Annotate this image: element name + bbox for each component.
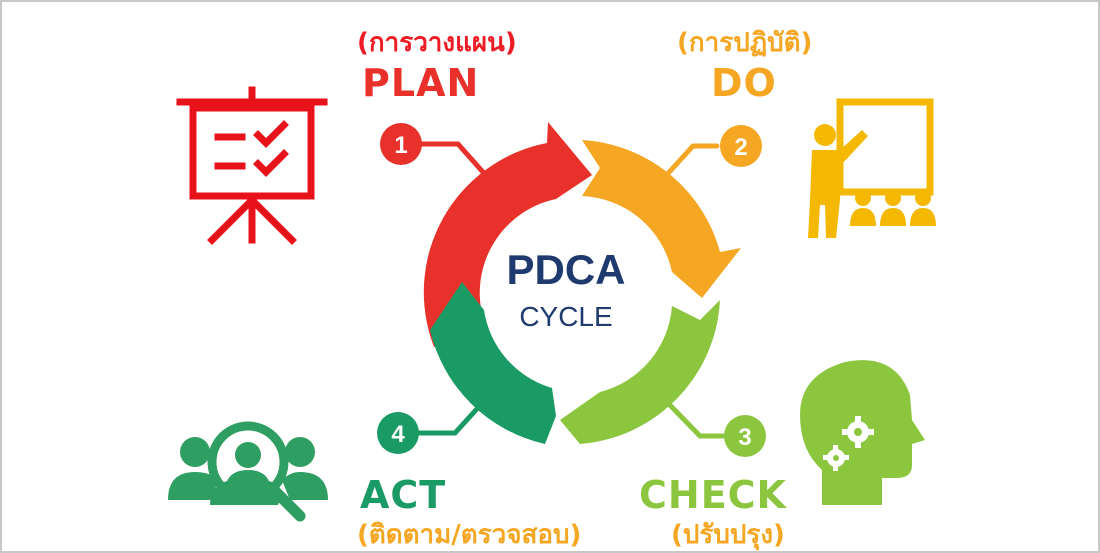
- act-badge-number: 4: [391, 421, 405, 448]
- plan-badge-number: 1: [394, 132, 407, 159]
- plan-badge: 1: [380, 123, 422, 165]
- check-title: CHECK: [639, 473, 787, 517]
- head-gears-icon: [800, 360, 925, 505]
- act-badge: 4: [377, 412, 419, 454]
- plan-connector: [418, 141, 493, 183]
- check-badge-number: 3: [738, 424, 751, 451]
- do-badge: 2: [720, 125, 762, 167]
- check-badge: 3: [724, 415, 766, 457]
- check-thai-label: (ปรับปรุง): [671, 520, 785, 550]
- center-subtitle: CYCLE: [519, 301, 612, 332]
- check-connector: [662, 397, 726, 439]
- do-connector: [659, 143, 720, 183]
- act-connector: [415, 397, 488, 436]
- plan-title: PLAN: [362, 61, 480, 105]
- center-title: PDCA: [506, 246, 625, 293]
- check-segment: [560, 300, 720, 444]
- team-search-icon: [168, 421, 328, 522]
- presentation-board-icon: [176, 86, 328, 245]
- do-segment: [582, 140, 741, 298]
- teacher-audience-icon: [808, 98, 936, 238]
- plan-thai-label: (การวางแผน): [357, 28, 517, 58]
- do-badge-number: 2: [734, 134, 747, 161]
- act-title: ACT: [360, 473, 447, 517]
- do-title: DO: [711, 61, 777, 105]
- act-segment: [430, 282, 556, 444]
- do-thai-label: (การปฏิบัติ): [677, 28, 813, 58]
- act-thai-label: (ติดตาม/ตรวจสอบ): [357, 520, 582, 550]
